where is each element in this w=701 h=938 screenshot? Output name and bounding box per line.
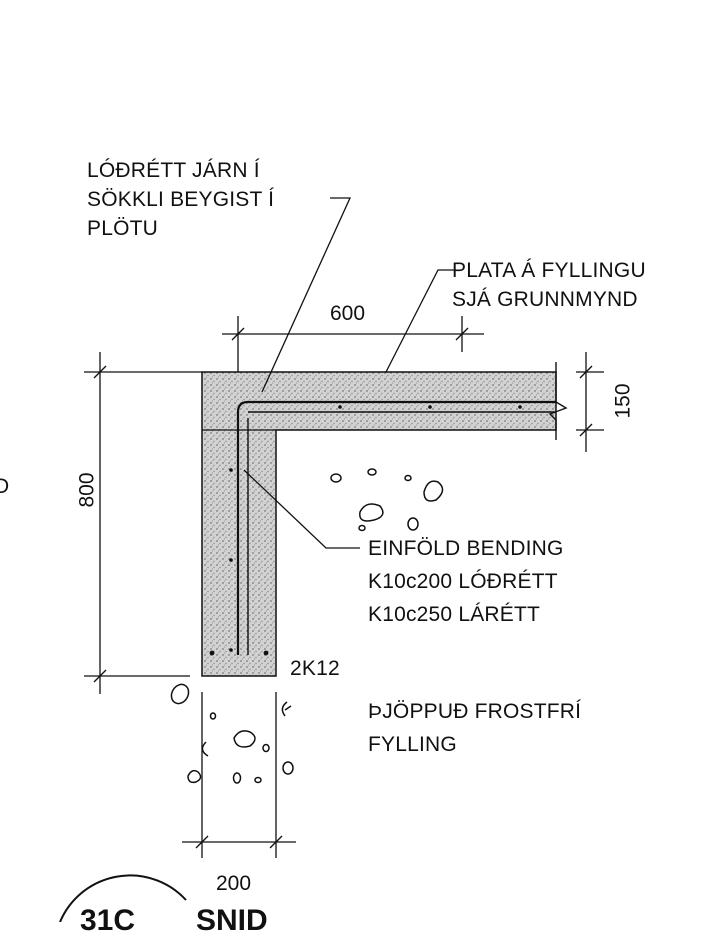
dimension-600-lines [222,316,484,372]
fill-note-line1: ÞJÖPPUÐ FROSTFRÍ [368,700,582,723]
vertical-rebar-note-line1: LÓÐRÉTT JÁRN Í [87,159,260,182]
rebar-dots [209,405,522,656]
slab-note-line1: PLATA Á FYLLINGU [452,259,646,282]
vertical-rebar-note-line2: SÖKKLI BEYGIST Í [87,188,275,211]
title-circle [59,874,187,922]
reinforcement-note-line1: EINFÖLD BENDING [368,537,564,560]
title-number: 31C [80,904,136,937]
break-line [548,362,568,440]
dimension-800-lines [84,352,202,694]
dimension-600-label: 600 [330,302,366,325]
dimension-200-lines [182,692,296,858]
slab-note-line2: SJÁ GRUNNMYND [452,288,638,311]
left-edge-fragment: D [0,475,10,498]
reinforcement-note-line2: K10c200 LÓÐRÉTT [368,570,558,593]
dimension-800-label: 800 [75,472,99,508]
leader-lines [243,197,454,549]
dimension-150-lines [576,352,604,452]
vertical-rebar-bent [236,400,556,655]
dimension-200-label: 200 [216,872,252,895]
bottom-bars-label: 2K12 [290,657,340,680]
concrete-section [201,371,557,677]
fill-aggregate [170,468,444,784]
title-text: SNID [196,904,268,937]
vertical-rebar-note-line3: PLÖTU [87,217,159,240]
dimension-150-label: 150 [611,383,635,419]
reinforcement-note-line3: K10c250 LÁRÉTT [368,603,541,626]
fill-note-line2: FYLLING [368,733,457,756]
